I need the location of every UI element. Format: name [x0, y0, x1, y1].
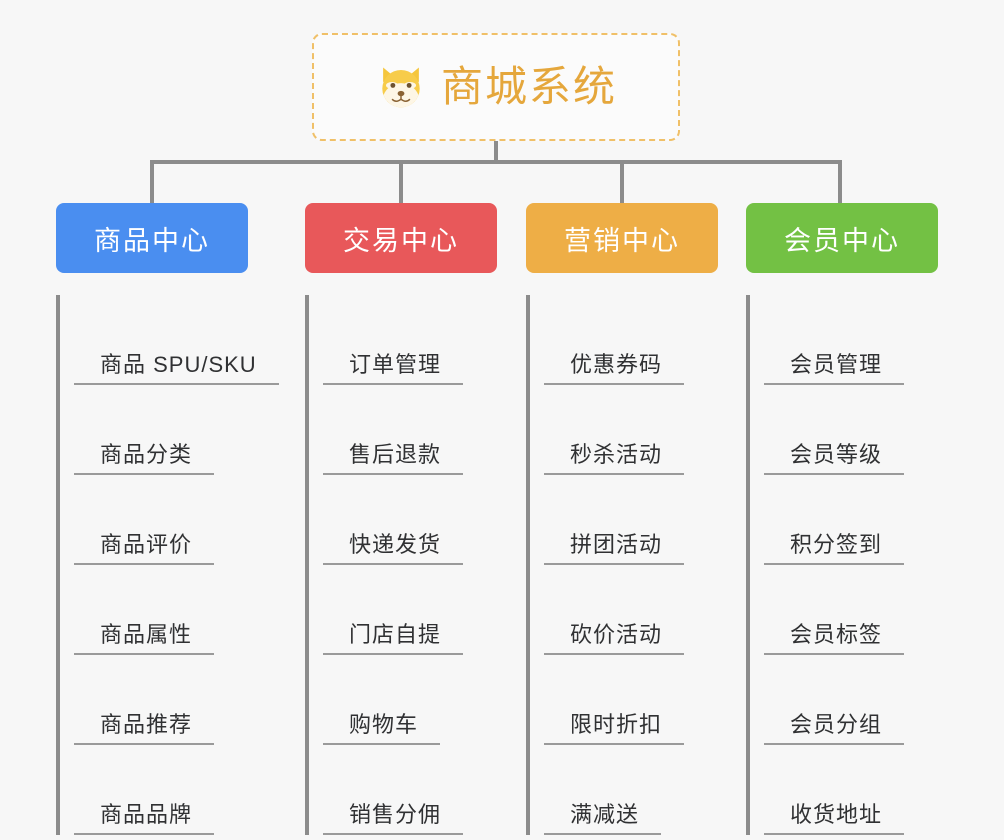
- list-item[interactable]: 会员标签: [764, 565, 938, 655]
- list-item-label: 收货地址: [790, 802, 883, 827]
- list-item-label: 购物车: [349, 712, 419, 737]
- connector-drop-2: [399, 160, 403, 205]
- category-header-1-label: 商品中心: [94, 225, 210, 256]
- list-item-label: 会员等级: [790, 442, 883, 467]
- list-item-label: 商品属性: [100, 622, 193, 647]
- list-item-label: 会员标签: [790, 622, 883, 647]
- item-underline: [544, 383, 684, 385]
- list-item[interactable]: 拼团活动: [544, 475, 718, 565]
- list-item-label: 满减送: [570, 802, 640, 827]
- list-item-label: 积分签到: [790, 532, 883, 557]
- item-list-2: 订单管理 售后退款 快递发货 门店自提 购物车 销售分佣: [305, 295, 497, 835]
- list-item-label: 优惠券码: [570, 352, 663, 377]
- item-underline: [764, 473, 904, 475]
- item-underline: [74, 473, 214, 475]
- item-underline: [764, 743, 904, 745]
- list-item-label: 秒杀活动: [570, 442, 663, 467]
- item-list-1: 商品 SPU/SKU 商品分类 商品评价 商品属性 商品推荐 商品品牌: [56, 295, 279, 835]
- item-underline: [323, 653, 463, 655]
- list-item[interactable]: 商品推荐: [74, 655, 248, 745]
- item-underline: [74, 383, 279, 385]
- list-item[interactable]: 快递发货: [323, 475, 497, 565]
- list-item-label: 商品分类: [100, 442, 193, 467]
- item-underline: [323, 473, 463, 475]
- list-item-label: 订单管理: [349, 352, 442, 377]
- item-underline: [544, 563, 684, 565]
- list-item-label: 商品评价: [100, 532, 193, 557]
- root-node-title: 商城系统: [440, 63, 617, 110]
- list-item[interactable]: 商品品牌: [74, 745, 248, 835]
- category-header-4[interactable]: 会员中心: [746, 203, 938, 273]
- list-item-label: 商品推荐: [100, 712, 193, 737]
- branch-column-1: 商品中心 商品 SPU/SKU 商品分类 商品评价 商品属性 商品推荐: [56, 203, 279, 835]
- dog-face-icon: [382, 67, 420, 108]
- list-item[interactable]: 销售分佣: [323, 745, 497, 835]
- category-header-2-label: 交易中心: [343, 225, 459, 256]
- item-underline: [74, 833, 214, 835]
- list-item[interactable]: 优惠券码: [544, 295, 718, 385]
- item-underline: [544, 743, 684, 745]
- list-item[interactable]: 积分签到: [764, 475, 938, 565]
- root-node-content: 商城系统: [375, 61, 617, 113]
- category-header-3-label: 营销中心: [564, 225, 680, 256]
- list-item-label: 限时折扣: [570, 712, 663, 737]
- list-item-label: 砍价活动: [570, 622, 663, 647]
- item-underline: [764, 383, 904, 385]
- item-underline: [74, 563, 214, 565]
- item-underline: [323, 833, 463, 835]
- connector-drop-1: [150, 160, 154, 205]
- list-item[interactable]: 商品 SPU/SKU: [74, 295, 279, 385]
- category-header-3[interactable]: 营销中心: [526, 203, 718, 273]
- branch-column-3: 营销中心 优惠券码 秒杀活动 拼团活动 砍价活动 限时折扣: [526, 203, 718, 835]
- list-item-label: 拼团活动: [570, 532, 663, 557]
- item-underline: [764, 833, 904, 835]
- list-item-label: 门店自提: [349, 622, 442, 647]
- item-underline: [74, 653, 214, 655]
- category-header-1[interactable]: 商品中心: [56, 203, 248, 273]
- branch-column-2: 交易中心 订单管理 售后退款 快递发货 门店自提 购物车: [305, 203, 497, 835]
- list-item-label: 销售分佣: [349, 802, 442, 827]
- list-item[interactable]: 会员分组: [764, 655, 938, 745]
- list-item-label: 售后退款: [349, 442, 442, 467]
- item-underline: [74, 743, 214, 745]
- list-item[interactable]: 会员管理: [764, 295, 938, 385]
- list-item[interactable]: 收货地址: [764, 745, 938, 835]
- list-item-label: 会员管理: [790, 352, 883, 377]
- item-underline: [764, 563, 904, 565]
- item-underline: [544, 833, 661, 835]
- item-underline: [323, 383, 463, 385]
- item-underline: [544, 653, 684, 655]
- list-item[interactable]: 满减送: [544, 745, 718, 835]
- list-item-label: 商品 SPU/SKU: [100, 352, 257, 377]
- category-header-2[interactable]: 交易中心: [305, 203, 497, 273]
- list-item-label: 快递发货: [349, 532, 442, 557]
- item-underline: [764, 653, 904, 655]
- list-item[interactable]: 秒杀活动: [544, 385, 718, 475]
- list-item[interactable]: 会员等级: [764, 385, 938, 475]
- connector-horizontal-bus: [150, 160, 842, 164]
- branch-column-4: 会员中心 会员管理 会员等级 积分签到 会员标签 会员分组: [746, 203, 938, 835]
- connector-drop-4: [838, 160, 842, 205]
- list-item[interactable]: 商品分类: [74, 385, 248, 475]
- list-item[interactable]: 门店自提: [323, 565, 497, 655]
- item-underline: [323, 743, 440, 745]
- list-item-label: 商品品牌: [100, 802, 193, 827]
- connector-drop-3: [620, 160, 624, 205]
- list-item[interactable]: 商品评价: [74, 475, 248, 565]
- list-item-label: 会员分组: [790, 712, 883, 737]
- list-item[interactable]: 订单管理: [323, 295, 497, 385]
- item-underline: [544, 473, 684, 475]
- item-list-3: 优惠券码 秒杀活动 拼团活动 砍价活动 限时折扣 满减送: [526, 295, 718, 835]
- list-item[interactable]: 售后退款: [323, 385, 497, 475]
- list-item[interactable]: 砍价活动: [544, 565, 718, 655]
- list-item[interactable]: 商品属性: [74, 565, 248, 655]
- list-item[interactable]: 购物车: [323, 655, 497, 745]
- connector-root-stem: [494, 141, 498, 162]
- item-underline: [323, 563, 463, 565]
- item-list-4: 会员管理 会员等级 积分签到 会员标签 会员分组 收货地址: [746, 295, 938, 835]
- category-header-4-label: 会员中心: [784, 225, 900, 256]
- root-node[interactable]: 商城系统: [312, 33, 680, 141]
- list-item[interactable]: 限时折扣: [544, 655, 718, 745]
